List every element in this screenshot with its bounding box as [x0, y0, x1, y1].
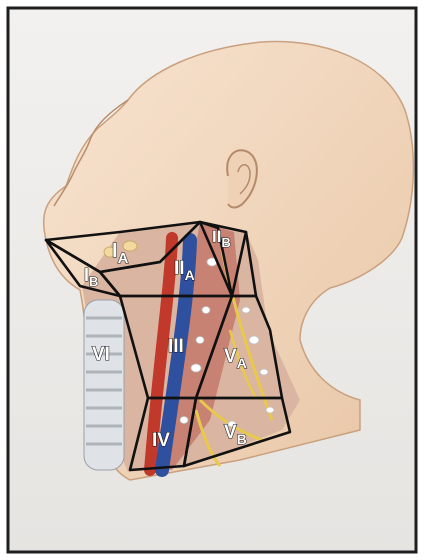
- trachea: [84, 300, 124, 470]
- label-level-iv: IV: [152, 430, 170, 451]
- label-level-iii: III: [168, 336, 184, 357]
- label-level-vi: VI: [92, 344, 110, 365]
